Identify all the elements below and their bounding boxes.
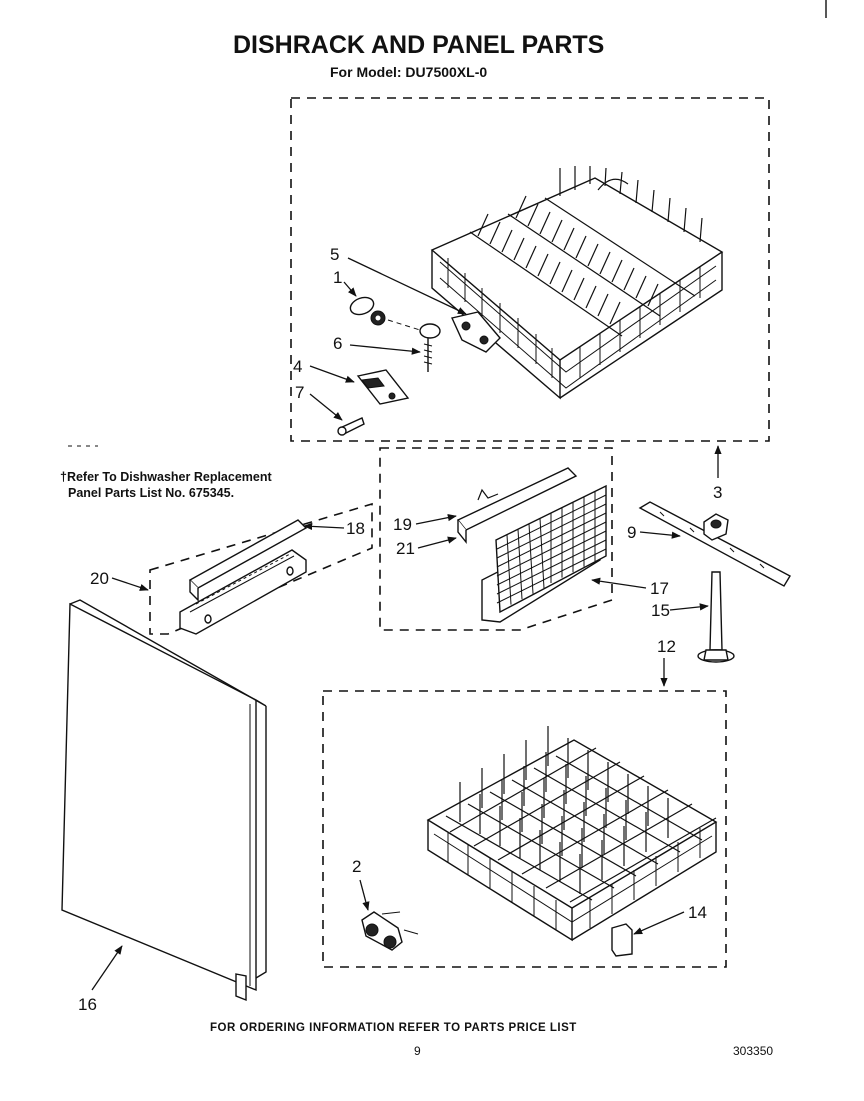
note-line-2: Panel Parts List No. 675345. bbox=[68, 486, 234, 500]
part-2-wheel-assembly bbox=[361, 911, 419, 951]
upper-rack-group-box bbox=[290, 97, 770, 442]
leader-20 bbox=[111, 577, 149, 591]
callout-9: 9 bbox=[627, 523, 636, 542]
leader-16 bbox=[91, 945, 123, 991]
leader-21 bbox=[417, 536, 457, 549]
leader-7 bbox=[309, 393, 343, 421]
leader-19 bbox=[415, 514, 457, 525]
leader-9 bbox=[639, 531, 681, 539]
page-number: 9 bbox=[414, 1044, 421, 1058]
leader-5 bbox=[347, 257, 467, 315]
callout-2: 2 bbox=[352, 857, 361, 876]
grille-group-box bbox=[379, 447, 613, 631]
upper-dishrack bbox=[430, 166, 724, 400]
callout-5: 5 bbox=[330, 245, 339, 264]
leader-18 bbox=[303, 522, 345, 531]
part-9-spray-arm bbox=[638, 501, 791, 587]
note-line-1: †Refer To Dishwasher Replacement bbox=[60, 470, 272, 484]
part-1-clip bbox=[349, 296, 386, 326]
callout-15: 15 bbox=[651, 601, 670, 620]
leader-14 bbox=[633, 911, 685, 935]
part-17-grille bbox=[481, 484, 607, 623]
document-number: 303350 bbox=[733, 1044, 773, 1058]
callout-12: 12 bbox=[657, 637, 676, 656]
leader-6 bbox=[349, 344, 421, 355]
part-15-spray-tower bbox=[697, 571, 735, 663]
part-4-slide bbox=[356, 369, 410, 405]
callout-16: 16 bbox=[78, 995, 97, 1014]
part-7-screw bbox=[337, 417, 365, 436]
lower-dishrack bbox=[426, 726, 718, 942]
callout-14: 14 bbox=[688, 903, 707, 922]
callout-17: 17 bbox=[650, 579, 669, 598]
callout-21: 21 bbox=[396, 539, 415, 558]
part-16-door-panel bbox=[61, 599, 267, 1002]
leader-2 bbox=[359, 879, 370, 911]
diagram-title: DISHRACK AND PANEL PARTS bbox=[233, 31, 604, 59]
callout-19: 19 bbox=[393, 515, 412, 534]
ordering-info: FOR ORDERING INFORMATION REFER TO PARTS … bbox=[210, 1022, 577, 1034]
callout-18: 18 bbox=[346, 519, 365, 538]
callout-4: 4 bbox=[293, 357, 302, 376]
callout-7: 7 bbox=[295, 383, 304, 402]
part-6-wheel bbox=[419, 323, 441, 372]
part-14-bumper bbox=[611, 923, 633, 957]
callout-3: 3 bbox=[713, 483, 722, 502]
leader-4 bbox=[309, 365, 355, 383]
rack-adjuster-parts bbox=[337, 296, 501, 436]
callout-1: 1 bbox=[333, 268, 342, 287]
part-20-trim-channel bbox=[179, 549, 307, 635]
callout-6: 6 bbox=[333, 334, 342, 353]
part-5-bracket bbox=[451, 311, 501, 353]
callout-20: 20 bbox=[90, 569, 109, 588]
leader-17 bbox=[591, 577, 647, 589]
leader-1 bbox=[343, 281, 357, 297]
model-subtitle: For Model: DU7500XL-0 bbox=[330, 64, 487, 80]
leader-15 bbox=[669, 603, 709, 611]
lower-rack-group-box bbox=[322, 690, 727, 968]
part-19-strip bbox=[456, 467, 578, 544]
